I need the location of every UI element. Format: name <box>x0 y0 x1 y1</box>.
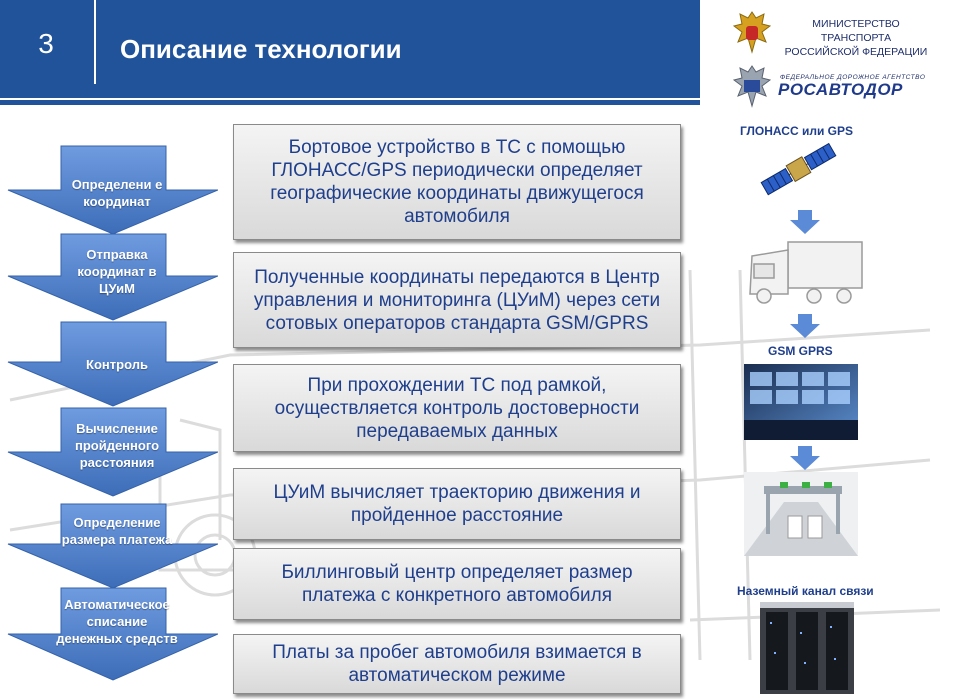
down-arrow-shape <box>7 407 218 497</box>
satellite-icon <box>760 142 837 196</box>
down-arrow-shape <box>7 321 218 407</box>
slide-number: 3 <box>38 28 54 59</box>
server-room-image <box>760 602 854 694</box>
step-label: Вычисление пройденного расстояния <box>74 421 160 470</box>
ground-channel-label: Наземный канал связи <box>737 584 874 598</box>
gsm-label: GSM GPRS <box>768 344 833 358</box>
ministry-logo-text: МИНИСТЕРСТВО ТРАНСПОРТА РОССИЙСКОЙ ФЕДЕР… <box>776 17 936 59</box>
description-box-control: При прохождении ТС под рамкой, осуществл… <box>233 364 681 452</box>
description-box-trajectory: ЦУиМ вычисляет траекторию движения и про… <box>233 468 681 540</box>
header-bar: 3 Описание технологии <box>0 0 700 98</box>
step-label: Контроль <box>86 357 148 372</box>
ministry-line-1: МИНИСТЕРСТВО ТРАНСПОРТА <box>812 18 900 44</box>
step-automatic-debit: Автоматическое списание денежных средств <box>6 586 218 682</box>
truck-icon <box>749 241 863 304</box>
ministry-line-2: РОССИЙСКОЙ ФЕДЕРАЦИИ <box>784 46 928 58</box>
coat-of-arms-icon <box>732 11 772 54</box>
satellite-label: ГЛОНАСС или GPS <box>740 124 854 138</box>
step-label: Отправка координат в ЦУиМ <box>77 247 157 296</box>
header-underline <box>0 100 700 105</box>
step-determine-payment: Определение размера платежа <box>6 502 218 590</box>
down-arrow-shape <box>7 587 218 681</box>
flow-arrow-icon <box>790 314 820 338</box>
step-label: Автоматическое списание денежных средств <box>56 597 178 646</box>
step-label: Определение размера платежа <box>61 515 173 547</box>
toll-frame-image <box>744 472 858 556</box>
rosavtodor-emblem-icon <box>732 65 772 108</box>
agency-name: РОСАВТОДОР <box>778 80 903 99</box>
header-divider <box>94 0 96 84</box>
step-calculate-distance: Вычисление пройденного расстояния <box>6 406 218 498</box>
description-box-coordinates: Бортовое устройство в ТС с помощью ГЛОНА… <box>233 124 681 240</box>
step-control: Контроль <box>6 320 218 408</box>
description-box-billing: Биллинговый центр определяет размер плат… <box>233 548 681 620</box>
step-determine-coordinates: Определени е координат <box>6 144 218 236</box>
control-center-image <box>744 364 858 440</box>
down-arrow-shape <box>7 145 218 235</box>
flow-arrow-icon <box>790 446 820 470</box>
slide-title: Описание технологии <box>120 34 402 64</box>
step-send-coordinates: Отправка координат в ЦУиМ <box>6 232 218 322</box>
down-arrow-shape <box>7 503 218 589</box>
description-box-payment: Платы за пробег автомобиля взимается в а… <box>233 634 681 694</box>
down-arrow-shape <box>7 233 218 321</box>
description-box-transmission: Полученные координаты передаются в Центр… <box>233 252 681 348</box>
step-label: Определени е координат <box>71 177 163 209</box>
flow-arrow-icon <box>790 210 820 234</box>
agency-subtitle: ФЕДЕРАЛЬНОЕ ДОРОЖНОЕ АГЕНТСТВО <box>780 74 926 81</box>
